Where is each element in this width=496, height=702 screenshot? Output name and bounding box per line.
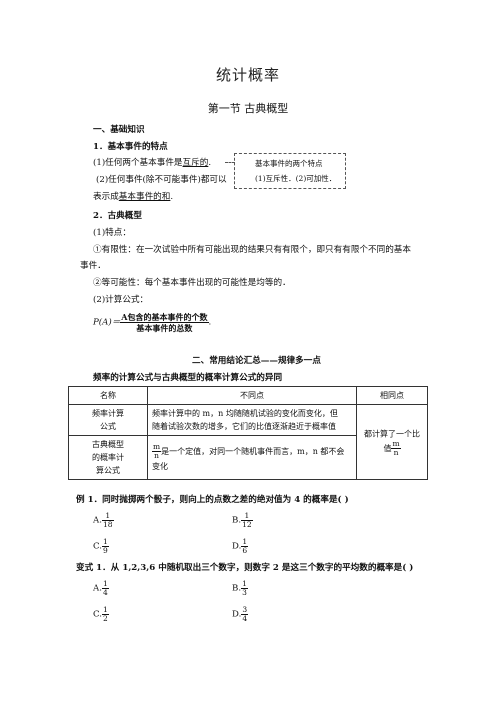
formula-label: (2)计算公式： — [93, 295, 149, 305]
probability-formula: P(A)＝A包含的基本事件的个数基本事件的总数. — [93, 312, 212, 333]
heading-classical-model: 2．古典概型 — [93, 211, 142, 221]
section-title: 第一节 古典概型 — [207, 102, 289, 115]
header-similarity: 相同点 — [356, 386, 428, 405]
row-classical-name: 古典概型的概率计算公式 — [68, 435, 148, 480]
basic-event-point-2: (2)任何事件(除不可能事件)都可以 — [96, 175, 227, 185]
note-leader-line — [225, 162, 235, 163]
heading-basic-event: 1．基本事件的特点 — [93, 142, 168, 152]
variant-1-question: 变式 1．从 1,2,3,6 中随机取出三个数字，则数字 2 是这三个数字的平均… — [76, 563, 414, 573]
heading-basic-knowledge: 一、基础知识 — [93, 125, 145, 135]
table-caption: 频率的计算公式与古典概型的概率计算公式的异同 — [93, 373, 283, 383]
feature-finiteness-cont: 事件． — [80, 261, 106, 271]
example-1-question: 例 1．同时抛掷两个骰子，则向上的点数之差的绝对值为 4 的概率是( ) — [76, 495, 349, 505]
basic-event-point-2-cont: 表示成基本事件的和. — [93, 192, 174, 202]
note-line-2: (1)互斥性．(2)可加性． — [255, 174, 337, 183]
header-name: 名称 — [68, 386, 148, 405]
feature-equal-likelihood: ②等可能性：每个基本事件出现的可能性是均等的． — [93, 278, 291, 288]
heading-common-conclusions: 二、常用结论汇总——规律多一点 — [192, 356, 321, 366]
row-frequency-difference: 频率计算中的 m，n 均随随机试验的变化而变化，但随着试验次数的增多，它们的比值… — [147, 404, 357, 436]
margin-note: 基本事件的两个特点 (1)互斥性．(2)可加性． — [234, 153, 346, 189]
comparison-table: 名称 不同点 相同点 频率计算公式 频率计算中的 m，n 均随随机试验的变化而变… — [68, 386, 428, 480]
feature-finiteness: ①有限性：在一次试验中所有可能出现的结果只有有限个，即只有有限个不同的基本 — [93, 245, 411, 255]
page-title: 统计概率 — [215, 66, 280, 84]
table-header-row: 名称 不同点 相同点 — [68, 386, 428, 405]
row-frequency-name: 频率计算公式 — [68, 404, 148, 436]
header-difference: 不同点 — [147, 386, 357, 405]
basic-event-point-1: (1)任何两个基本事件是互斥的. — [93, 158, 212, 168]
note-line-1: 基本事件的两个特点 — [255, 159, 323, 168]
table-row: 频率计算公式 频率计算中的 m，n 均随随机试验的变化而变化，但随着试验次数的增… — [68, 404, 428, 480]
features-label: (1)特点： — [93, 228, 131, 238]
